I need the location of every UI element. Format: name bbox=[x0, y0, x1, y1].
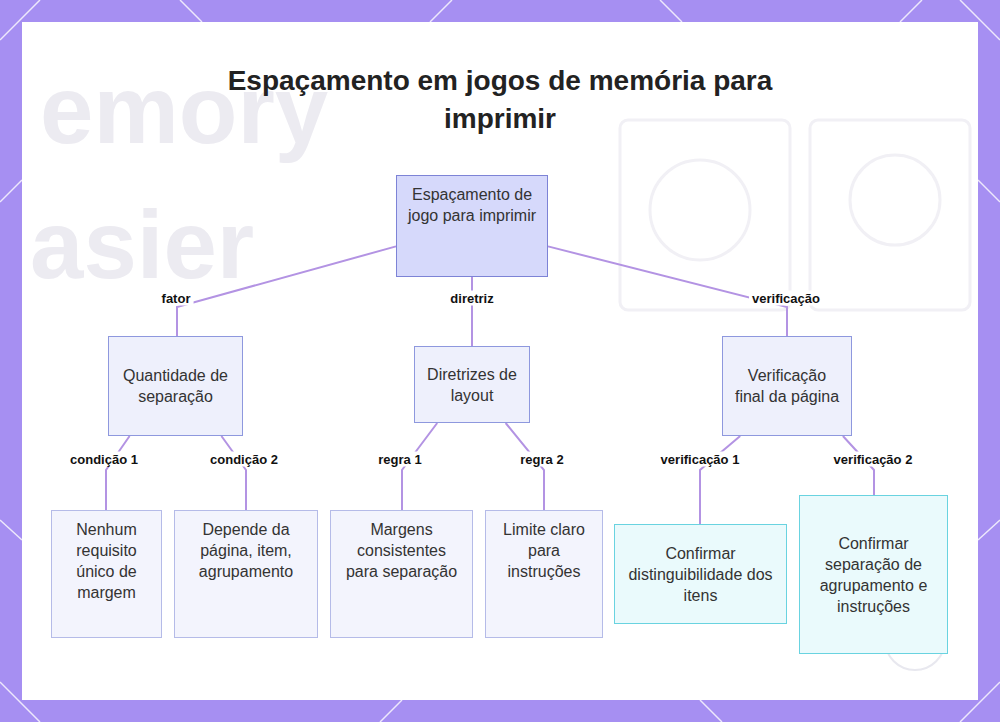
faded-illustration bbox=[620, 120, 970, 310]
guideline-box: Diretrizes de layout bbox=[414, 346, 530, 423]
watermark-text: asier bbox=[30, 195, 254, 295]
edge-label: fator bbox=[159, 291, 194, 306]
edge-label: regra 2 bbox=[517, 452, 566, 467]
connector-line bbox=[700, 436, 740, 524]
factor-box: Quantidade de separação bbox=[108, 336, 243, 436]
edge-label: verificação 1 bbox=[658, 452, 743, 467]
root-box: Espaçamento de jogo para imprimir bbox=[396, 175, 548, 277]
node-label: Nenhum requisito único de margem bbox=[52, 519, 161, 603]
connector-line bbox=[402, 423, 437, 510]
white-panel bbox=[22, 22, 978, 700]
node-label: Depende da página, item, agrupamento bbox=[175, 519, 317, 582]
diagram-title: Espaçamento em jogos de memória para imp… bbox=[190, 62, 810, 138]
verification-box: Confirmar distinguibilidade dos itens bbox=[614, 524, 787, 624]
check-box: Verificação final da página bbox=[722, 336, 852, 436]
rule-box: Margens consistentes para separação bbox=[330, 510, 473, 638]
connector-line bbox=[177, 246, 396, 336]
edge-label: condição 2 bbox=[207, 452, 281, 467]
node-label: Espaçamento de jogo para imprimir bbox=[397, 184, 547, 226]
node-label: Confirmar distinguibilidade dos itens bbox=[615, 543, 786, 606]
node-label: Confirmar separação de agrupamento e ins… bbox=[800, 533, 947, 617]
node-label: Margens consistentes para separação bbox=[331, 519, 472, 582]
edge-label: verificação bbox=[749, 291, 823, 306]
connector-line bbox=[106, 436, 130, 510]
rule-box: Limite claro para instruções bbox=[485, 510, 603, 638]
connector-line bbox=[471, 277, 473, 346]
condition-box: Nenhum requisito único de margem bbox=[51, 510, 162, 638]
node-label: Quantidade de separação bbox=[109, 365, 242, 407]
edge-label: verificação 2 bbox=[831, 452, 916, 467]
node-label: Limite claro para instruções bbox=[486, 519, 602, 582]
connector-line bbox=[221, 436, 246, 510]
verification-box: Confirmar separação de agrupamento e ins… bbox=[799, 495, 948, 654]
node-label: Diretrizes de layout bbox=[415, 364, 529, 406]
edge-label: condição 1 bbox=[67, 452, 141, 467]
edge-label: regra 1 bbox=[375, 452, 424, 467]
condition-box: Depende da página, item, agrupamento bbox=[174, 510, 318, 638]
edge-label: diretriz bbox=[447, 291, 496, 306]
node-label: Verificação final da página bbox=[723, 365, 851, 407]
connector-line bbox=[506, 423, 544, 510]
